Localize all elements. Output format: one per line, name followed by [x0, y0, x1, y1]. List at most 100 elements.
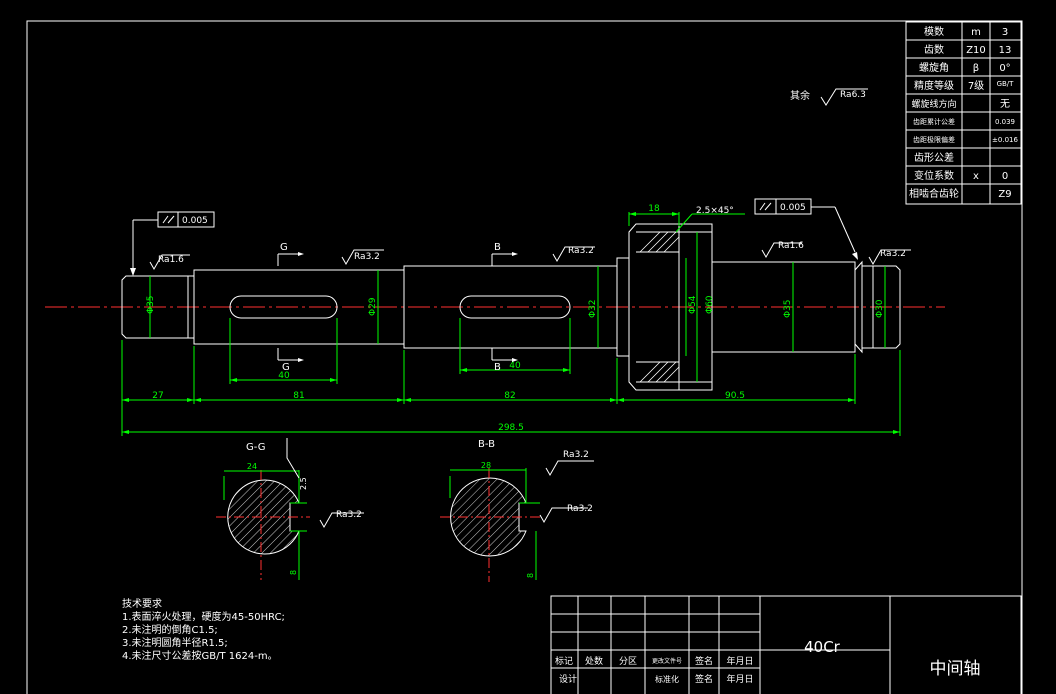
- section-bb-roughness-2: Ra3.2: [567, 504, 593, 514]
- tolerance-frame-right: [754, 198, 856, 253]
- notes-title: 技术要求: [122, 599, 162, 610]
- table-val-mating: Z9: [998, 189, 1011, 200]
- section-gg-depth: 24: [247, 462, 257, 471]
- title-block-standardization: 标准化: [655, 674, 679, 684]
- title-block-mark: 标记: [555, 655, 573, 667]
- dim-keyway-length-b: 40: [509, 361, 521, 371]
- material: 40Cr: [804, 638, 841, 656]
- title-block-change-doc: 更改文件号: [652, 657, 682, 665]
- table-val-helix: 0°: [999, 63, 1010, 74]
- title-block-zone: 分区: [619, 656, 637, 667]
- technical-notes: 技术要求 1.表面淬火处理，硬度为45-50HRC; 2.未注明的倒角C1.5;…: [122, 598, 285, 663]
- table-label-helix-direction: 螺旋线方向: [911, 98, 956, 110]
- section-label-b-top: B: [494, 242, 501, 253]
- section-bb-width: 8: [526, 573, 535, 578]
- section-gg-body: [227, 479, 300, 555]
- table-label-module: 模数: [924, 25, 944, 38]
- dim-total-length: 298.5: [498, 423, 524, 433]
- section-bb-roughness-1: Ra3.2: [563, 450, 589, 460]
- section-bb-title: B-B: [478, 439, 495, 450]
- section-bb-dims: [449, 468, 540, 580]
- section-label-b-bottom: B: [494, 362, 501, 373]
- tolerance-frame-left: [132, 211, 215, 268]
- section-gg-width: 8: [289, 570, 298, 575]
- section-gg-roughness-symbol: [319, 512, 364, 529]
- rest-roughness-label: 其余: [790, 89, 810, 102]
- roughness-label-4: Ra1.6: [778, 241, 804, 251]
- title-block-date: 年月日: [726, 655, 753, 667]
- tolerance-value-right: 0.005: [780, 203, 806, 213]
- notes-line-4: 4.未注尺寸公差按GB/T 1624-m。: [122, 651, 278, 662]
- section-gg-dims: [223, 470, 307, 580]
- section-markers: [277, 253, 514, 361]
- dim-length-4: 90.5: [725, 391, 745, 401]
- section-label-g-top: G: [280, 242, 288, 253]
- table-sym-helix: β: [973, 63, 979, 74]
- section-bb-depth: 28: [481, 461, 491, 470]
- roughness-label-2: Ra3.2: [354, 252, 380, 262]
- gear-tooth-hatching: [639, 231, 680, 383]
- notes-line-1: 1.表面淬火处理，硬度为45-50HRC;: [122, 612, 285, 623]
- dimension-arrows: [122, 212, 900, 434]
- section-gg-leader: [286, 438, 300, 479]
- section-gg-title: G-G: [246, 442, 265, 453]
- dim-keyway-length-g: 40: [278, 371, 290, 381]
- dim-diameter-3: Φ32: [588, 299, 598, 318]
- title-block-count: 处数: [585, 655, 603, 667]
- table-val-teeth: 13: [999, 45, 1012, 56]
- title-block-grid: [550, 595, 1022, 694]
- title-block-signature-2: 签名: [695, 673, 713, 685]
- dim-diameter-6: Φ35: [783, 299, 793, 318]
- section-gg-t: 2.5: [299, 477, 308, 490]
- section-gg-roughness: Ra3.2: [336, 510, 362, 520]
- gear-parameter-table: [905, 21, 1022, 205]
- dim-diameter-5: Φ60: [705, 295, 715, 314]
- table-val-helix-direction: 无: [1000, 99, 1010, 110]
- roughness-symbol: [820, 88, 868, 106]
- title-block-date-2: 年月日: [726, 673, 753, 685]
- table-label-accuracy: 精度等级: [914, 79, 954, 92]
- table-val-shift: 0: [1002, 171, 1008, 182]
- dim-diameter-4: Φ54: [688, 295, 698, 314]
- section-bb-roughness-symbol-1: [545, 460, 594, 477]
- section-arrows: [298, 252, 518, 362]
- dim-length-2: 81: [293, 391, 304, 401]
- keyway-g: [229, 295, 338, 319]
- table-val-module: 3: [1002, 27, 1008, 38]
- table-val-pitch-deviation: ±0.016: [992, 136, 1018, 144]
- dim-length-3: 82: [504, 391, 515, 401]
- notes-line-3: 3.未注明圆角半径R1.5;: [122, 638, 228, 649]
- table-val-pitch-cumulative: 0.039: [995, 118, 1015, 126]
- title-block-signature: 签名: [695, 655, 713, 667]
- dim-diameter-1: Φ35: [146, 295, 156, 314]
- tolerance-arrow-left: [130, 268, 136, 276]
- table-label-mating: 相啮合齿轮: [909, 187, 959, 200]
- table-sym-shift: x: [973, 171, 979, 182]
- roughness-label-5: Ra3.2: [880, 249, 906, 259]
- keyway-b: [459, 295, 571, 319]
- tolerance-value-left: 0.005: [182, 216, 208, 226]
- dim-chamfer: 2.5×45°: [696, 206, 734, 216]
- table-label-pitch-deviation: 齿距极限偏差: [913, 135, 955, 144]
- roughness-label-1: Ra1.6: [158, 255, 184, 265]
- table-label-helix: 螺旋角: [919, 61, 949, 74]
- gear-root-lines: [636, 251, 679, 363]
- table-sym-teeth: Z10: [966, 45, 986, 56]
- roughness-label-3: Ra3.2: [568, 246, 594, 256]
- table-label-pitch-cumulative: 齿距累计公差: [913, 117, 955, 126]
- notes-line-2: 2.未注明的倒角C1.5;: [122, 625, 218, 636]
- dim-length-1: 27: [152, 391, 163, 401]
- table-sym-module: m: [971, 27, 981, 38]
- dimension-lines: [121, 212, 901, 436]
- table-sym-accuracy: 7级: [968, 80, 984, 92]
- section-label-g-bottom: G: [282, 362, 290, 373]
- section-bb-roughness-symbol-2: [539, 507, 588, 524]
- part-name: 中间轴: [930, 659, 981, 679]
- tolerance-arrow-right: [852, 252, 858, 260]
- roughness-symbols: [149, 242, 911, 271]
- table-label-shift: 变位系数: [914, 169, 954, 182]
- drawing-border: [26, 20, 1023, 694]
- table-label-teeth: 齿数: [924, 43, 944, 56]
- table-label-profile: 齿形公差: [914, 151, 954, 164]
